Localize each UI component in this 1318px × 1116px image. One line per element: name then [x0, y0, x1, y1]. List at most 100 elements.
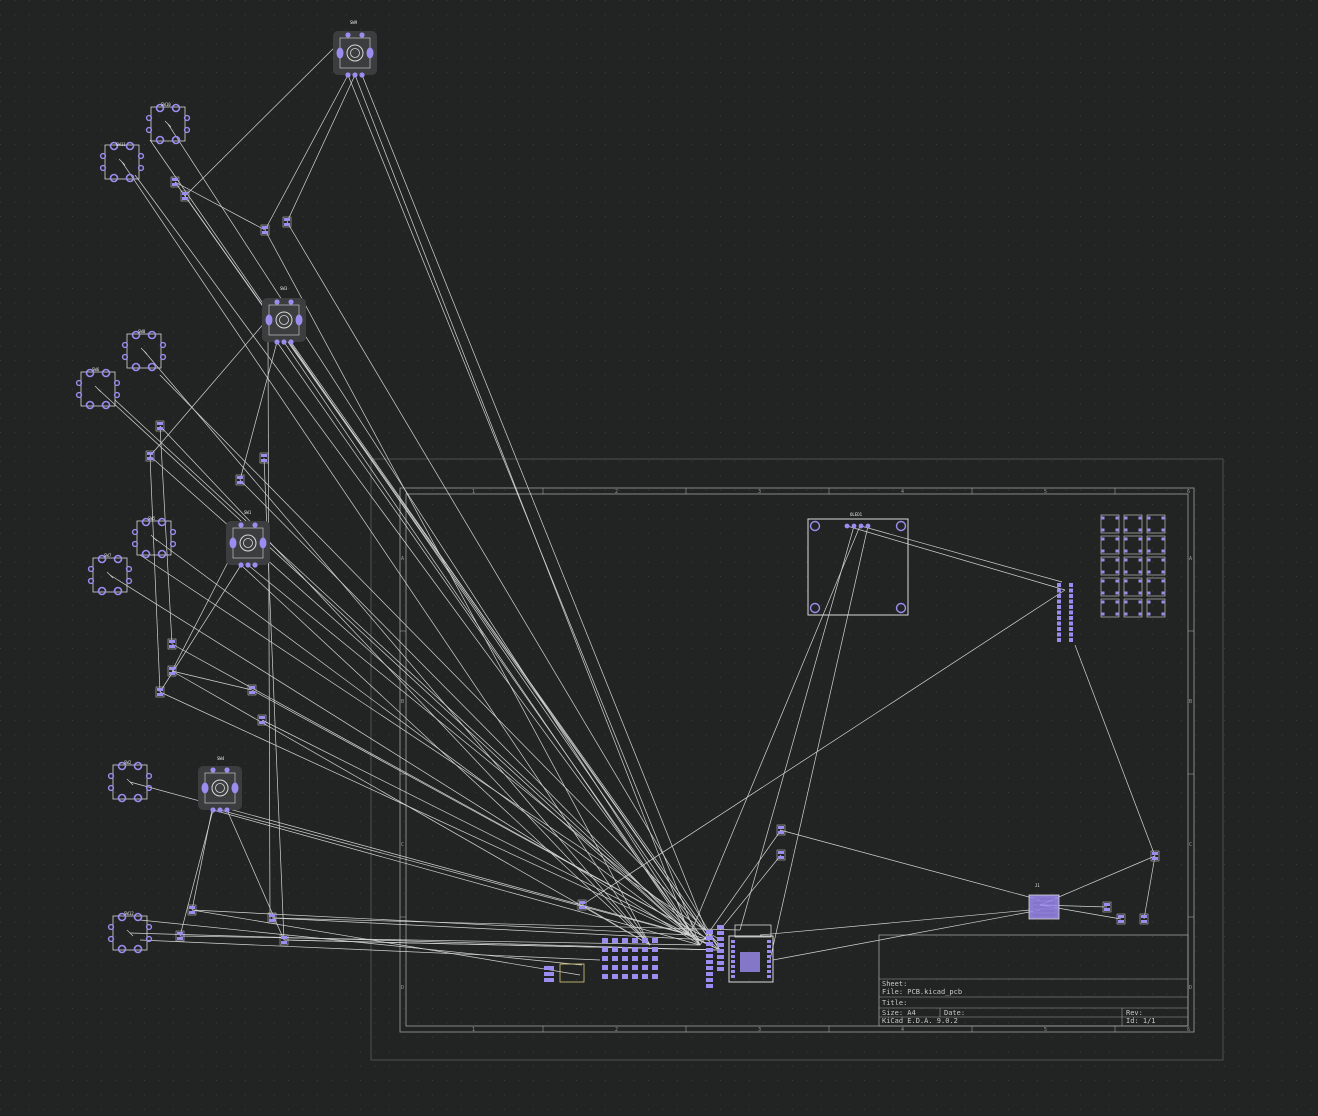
switch-pad: [125, 141, 135, 151]
smd-component[interactable]: [282, 216, 292, 228]
smd-component[interactable]: [1150, 850, 1160, 862]
ratsnest-line: [159, 425, 651, 946]
smd-pad: [717, 943, 724, 947]
smd-component[interactable]: [279, 934, 289, 946]
matrix-key-footprint[interactable]: [1146, 514, 1166, 534]
smd-pad: [177, 937, 183, 940]
smd-component[interactable]: [175, 930, 185, 942]
matrix-key-pad: [1138, 549, 1142, 553]
encoder-courtyard: [226, 521, 270, 565]
matrix-key-pad: [1101, 549, 1105, 553]
switch-footprint[interactable]: [145, 103, 191, 145]
smd-component[interactable]: [1139, 913, 1149, 925]
smd-outline: [577, 899, 587, 911]
matrix-key-footprint[interactable]: [1146, 535, 1166, 555]
smd-component[interactable]: [259, 452, 269, 464]
sheet-inner-frame: [405, 493, 1189, 1027]
matrix-key-pad: [1161, 528, 1165, 532]
matrix-key-footprint[interactable]: [1146, 598, 1166, 618]
mcu-side-pad: [767, 965, 771, 968]
encoder-mount-pad: [295, 314, 303, 326]
matrix-key-pad: [1101, 528, 1105, 532]
matrix-key-footprint[interactable]: [1100, 598, 1120, 618]
switch-footprint[interactable]: [131, 517, 177, 559]
matrix-key-footprint[interactable]: [1123, 535, 1143, 555]
smd-component[interactable]: [260, 224, 270, 236]
smd-pad: [602, 938, 608, 943]
sheet-row-label: B: [401, 699, 404, 705]
smd-component[interactable]: [155, 686, 165, 698]
matrix-key-footprint[interactable]: [1100, 577, 1120, 597]
smd-component[interactable]: [167, 638, 177, 650]
switch-outline: [104, 144, 140, 180]
smd-component[interactable]: [235, 474, 245, 486]
switch-pad: [131, 330, 141, 340]
switch-pad: [131, 540, 139, 548]
smd-component[interactable]: [776, 849, 786, 861]
ratsnest-line: [251, 689, 711, 941]
smd-component[interactable]: [187, 904, 197, 916]
smd-outline: [167, 665, 177, 677]
matrix-key-outline: [1146, 535, 1166, 555]
matrix-key-footprint[interactable]: [1100, 514, 1120, 534]
switch-footprint[interactable]: [87, 554, 133, 596]
switch-footprint[interactable]: [121, 330, 167, 372]
sheet-row-label: C: [401, 842, 404, 848]
smd-component[interactable]: [1116, 913, 1126, 925]
matrix-key-footprint[interactable]: [1123, 514, 1143, 534]
header-pin: [1057, 605, 1061, 609]
header-pin: [1069, 605, 1073, 609]
matrix-key-footprint[interactable]: [1100, 556, 1120, 576]
smd-component[interactable]: [155, 420, 165, 432]
smd-component[interactable]: [170, 176, 180, 188]
matrix-key-footprint[interactable]: [1123, 598, 1143, 618]
matrix-key-footprint[interactable]: [1123, 556, 1143, 576]
switch-footprint[interactable]: [99, 141, 145, 183]
oled-footprint[interactable]: [807, 518, 909, 616]
switch-footprint[interactable]: [75, 368, 121, 410]
matrix-key-pad: [1161, 537, 1165, 541]
mcu-cluster[interactable]: [544, 924, 774, 988]
matrix-key-footprint[interactable]: [1146, 577, 1166, 597]
matrix-key-footprint[interactable]: [1100, 535, 1120, 555]
encoder-footprint[interactable]: [198, 766, 242, 813]
switch-pad: [159, 341, 167, 349]
smd-component[interactable]: [145, 450, 155, 462]
switch-pad: [133, 912, 143, 922]
encoder-footprint[interactable]: [333, 31, 377, 78]
ratsnest-line: [149, 299, 285, 457]
ratsnest-line: [759, 909, 1031, 936]
encoder-footprint[interactable]: [262, 298, 306, 345]
matrix-key-footprint[interactable]: [1146, 556, 1166, 576]
switch-footprint[interactable]: [107, 912, 153, 954]
encoder-footprint[interactable]: [226, 521, 270, 568]
smd-pad: [1104, 908, 1110, 911]
smd-component[interactable]: [167, 665, 177, 677]
smd-component[interactable]: [776, 824, 786, 836]
smd-pad: [269, 914, 275, 917]
ratsnest-line: [271, 917, 711, 941]
smd-component[interactable]: [257, 714, 267, 726]
switch-footprint[interactable]: [107, 761, 153, 803]
smd-component[interactable]: [247, 684, 257, 696]
matrix-key-footprint[interactable]: [1123, 577, 1143, 597]
smd-pad: [147, 457, 153, 460]
smd-pad: [717, 949, 724, 953]
sheet-col-label: 3: [758, 489, 761, 495]
smd-component[interactable]: [180, 190, 190, 202]
ratsnest-line: [581, 589, 1066, 906]
smd-component[interactable]: [267, 912, 277, 924]
switch-pad: [75, 391, 83, 399]
encoder-shaft-inner: [350, 48, 360, 58]
connector-footprint[interactable]: [1028, 894, 1060, 920]
smd-pad: [717, 961, 724, 965]
mcu-side-pad: [767, 970, 771, 973]
smd-component[interactable]: [577, 899, 587, 911]
smd-pad: [237, 476, 243, 479]
matrix-key-pad: [1147, 600, 1151, 604]
smd-pad: [602, 956, 608, 961]
smd-component[interactable]: [1102, 901, 1112, 913]
footprints[interactable]: [75, 31, 1166, 988]
